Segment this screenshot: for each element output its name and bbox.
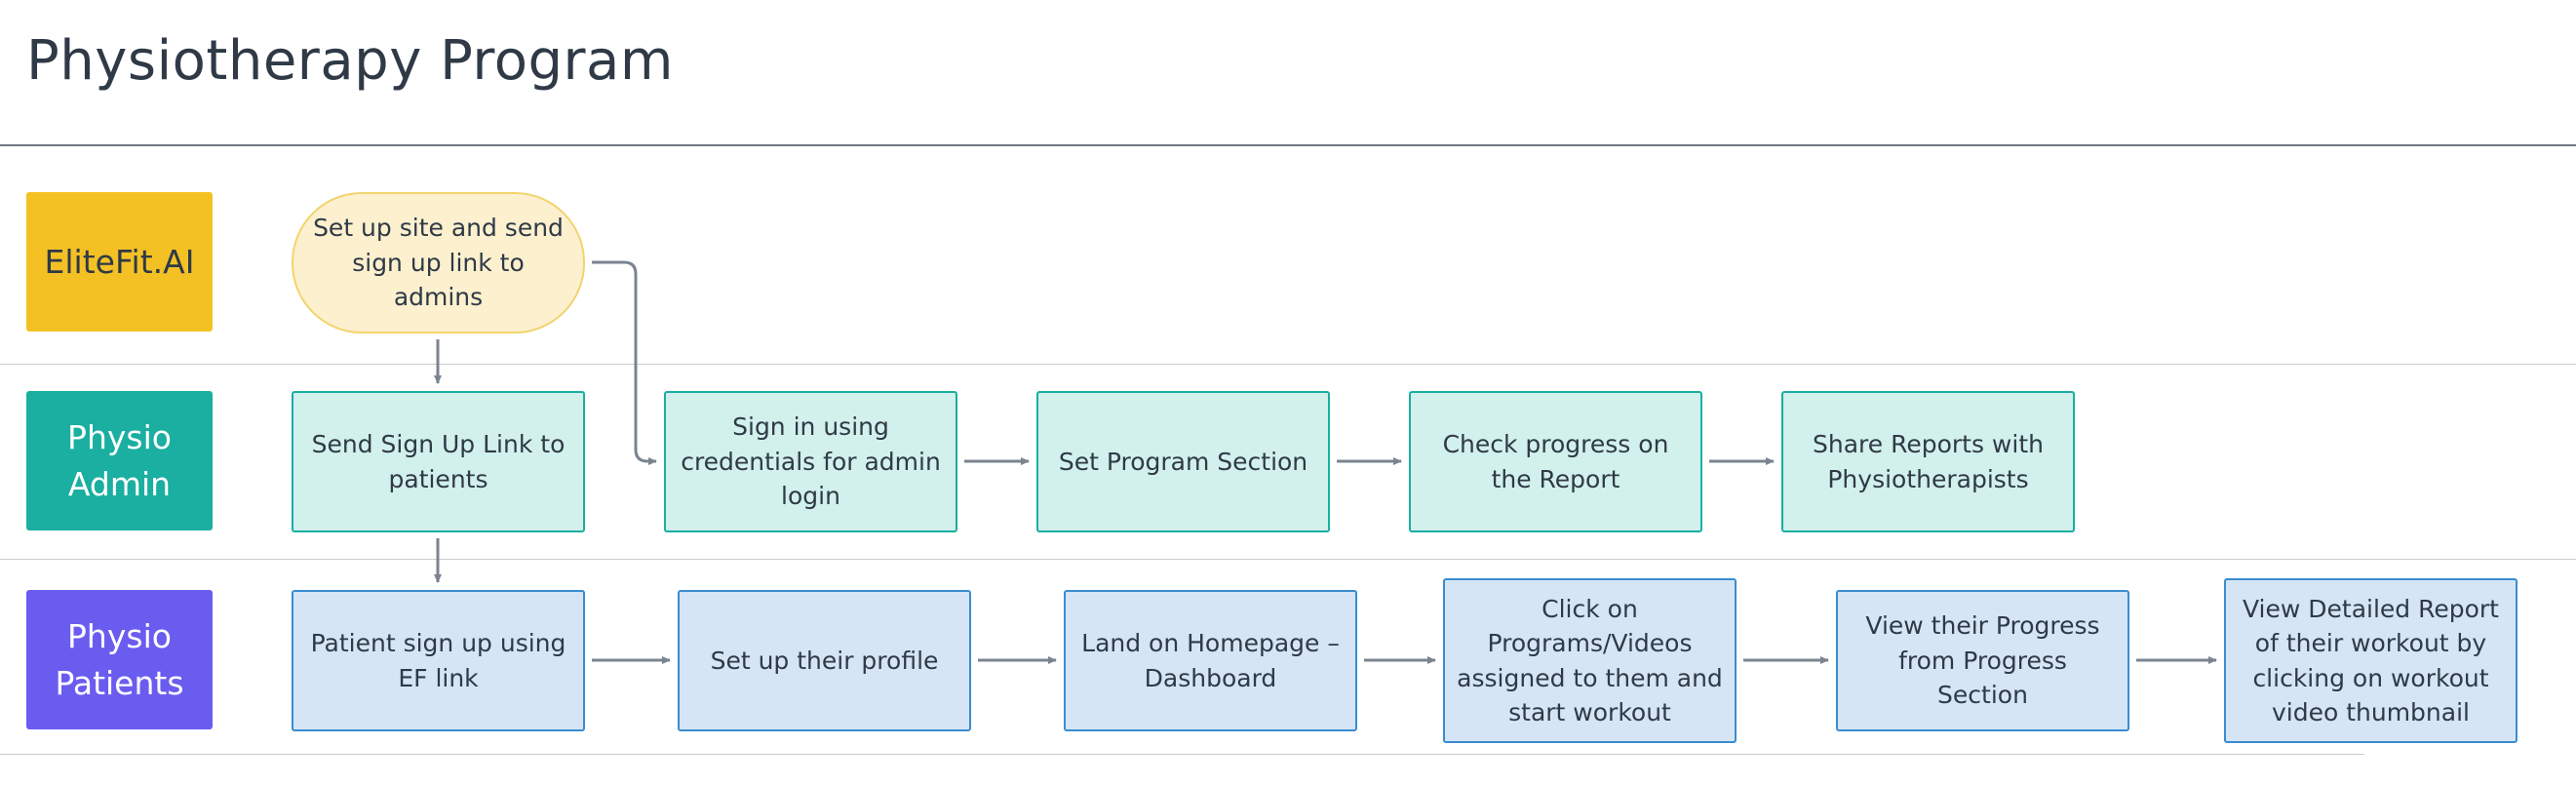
step-view-progress[interactable]: View their Progress from Progress Sectio… <box>1836 590 2129 731</box>
step-setup-site[interactable]: Set up site and send sign up link to adm… <box>292 192 585 334</box>
lane-label-physio-admin: Physio Admin <box>26 391 213 530</box>
header-divider <box>0 144 2576 146</box>
step-patient-sign-up[interactable]: Patient sign up using EF link <box>292 590 585 731</box>
step-share-reports[interactable]: Share Reports with Physiotherapists <box>1781 391 2075 532</box>
step-set-up-profile[interactable]: Set up their profile <box>678 590 971 731</box>
connector-setup-to-admin-sign-in <box>592 260 657 465</box>
step-send-signup-link[interactable]: Send Sign Up Link to patients <box>292 391 585 532</box>
step-admin-sign-in[interactable]: Sign in using credentials for admin logi… <box>664 391 957 532</box>
lane-divider <box>0 559 2576 560</box>
step-start-workout[interactable]: Click on Programs/Videos assigned to the… <box>1443 578 1737 743</box>
lane-divider <box>0 364 2576 365</box>
lane-label-physio-patients: Physio Patients <box>26 590 213 729</box>
step-set-program-section[interactable]: Set Program Section <box>1036 391 1330 532</box>
step-check-progress-report[interactable]: Check progress on the Report <box>1409 391 1702 532</box>
page-title: Physiotherapy Program <box>26 29 674 93</box>
lane-label-elitefit: EliteFit.AI <box>26 192 213 332</box>
step-land-on-homepage[interactable]: Land on Homepage – Dashboard <box>1064 590 1357 731</box>
lane-divider <box>0 754 2364 755</box>
step-view-detailed-report[interactable]: View Detailed Report of their workout by… <box>2224 578 2517 743</box>
